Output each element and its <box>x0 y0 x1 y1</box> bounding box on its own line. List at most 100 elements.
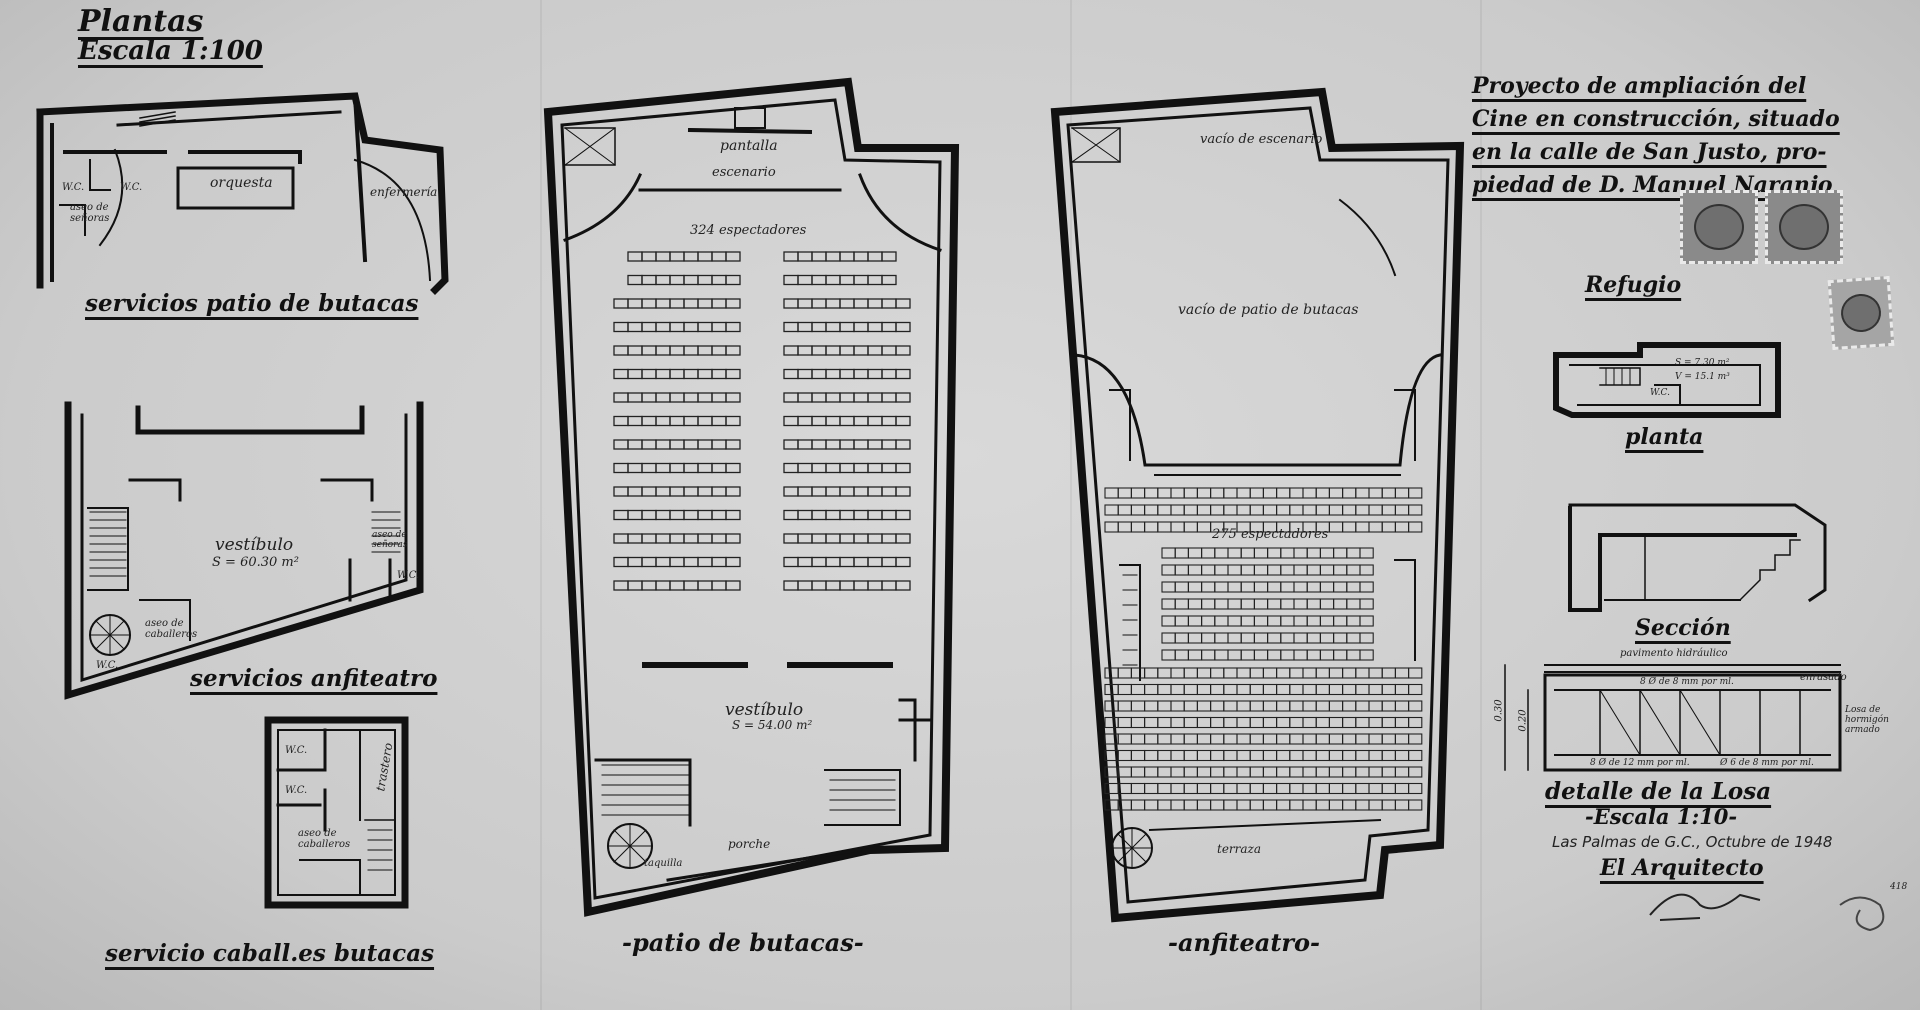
seat <box>853 321 869 333</box>
seat <box>783 462 799 474</box>
seat <box>783 321 799 333</box>
seat <box>1280 547 1295 559</box>
seat <box>797 509 813 521</box>
seat <box>683 392 699 403</box>
seat <box>881 392 897 403</box>
seat <box>1223 667 1238 679</box>
seat <box>669 533 685 544</box>
seat <box>881 439 897 450</box>
seat <box>1359 598 1374 610</box>
seat <box>1130 733 1146 745</box>
seat <box>1276 782 1291 795</box>
seat <box>1130 683 1146 696</box>
seat <box>1104 521 1119 533</box>
seat <box>669 298 685 309</box>
seat <box>1157 700 1172 712</box>
seat <box>641 274 657 286</box>
seat <box>1346 615 1361 627</box>
seat <box>683 251 699 262</box>
seat <box>1157 716 1172 729</box>
seat <box>783 439 799 450</box>
plan-servicio-caballeros <box>264 716 409 909</box>
seat <box>1157 683 1172 696</box>
label-aseo-senoras: aseo de señoras <box>372 530 408 550</box>
seat <box>895 509 911 521</box>
seat <box>1201 615 1216 627</box>
seat <box>1236 504 1251 516</box>
seat <box>1394 782 1410 795</box>
seat <box>1210 799 1225 811</box>
seat <box>1408 700 1423 712</box>
seat <box>797 298 813 309</box>
seat <box>1210 782 1225 795</box>
seat <box>1183 700 1198 712</box>
seat <box>711 321 727 333</box>
seat <box>1328 782 1344 795</box>
seat <box>1368 667 1383 679</box>
seat <box>725 439 741 450</box>
seat <box>641 321 657 333</box>
seat <box>1276 733 1291 745</box>
architect-role: El Arquitecto <box>1600 855 1764 881</box>
seat <box>1236 487 1251 499</box>
plantas-title: Plantas <box>78 4 204 39</box>
seat <box>1342 749 1357 762</box>
seat <box>1394 504 1410 516</box>
seat <box>1302 716 1317 729</box>
seat <box>683 462 699 474</box>
seat <box>1293 581 1308 593</box>
seat <box>1289 782 1304 795</box>
label-pantalla: pantalla <box>720 138 778 154</box>
seat <box>825 439 841 450</box>
seat <box>655 556 671 568</box>
seat <box>1157 733 1172 745</box>
seat <box>725 251 741 262</box>
seat <box>1315 766 1330 778</box>
seat <box>797 274 813 286</box>
seat <box>1144 521 1159 533</box>
seat <box>1253 581 1269 593</box>
seat <box>1328 667 1344 679</box>
seat <box>1249 700 1264 712</box>
seat <box>1394 799 1410 811</box>
seat <box>1227 564 1242 576</box>
seat <box>1408 504 1423 516</box>
seat <box>641 345 657 356</box>
caption-servicios-patio: servicios patio de butacas <box>85 290 419 317</box>
seat <box>683 321 699 333</box>
seat <box>1319 632 1335 644</box>
seat <box>697 533 713 544</box>
seat <box>1157 667 1172 679</box>
seat <box>1267 547 1282 559</box>
seat <box>1381 799 1396 811</box>
seat <box>1223 716 1238 729</box>
seat <box>1276 700 1291 712</box>
seat <box>867 368 883 380</box>
seat <box>1328 733 1344 745</box>
seat <box>1280 615 1295 627</box>
seat <box>1223 782 1238 795</box>
seat <box>1130 766 1146 778</box>
seat <box>1170 799 1185 811</box>
seat <box>627 392 643 403</box>
seat <box>1306 564 1321 576</box>
seat <box>1381 716 1396 729</box>
seat <box>1117 521 1132 533</box>
seat <box>1253 547 1269 559</box>
seat <box>1117 487 1132 499</box>
seat <box>1346 547 1361 559</box>
label-wc: W.C. <box>96 660 119 671</box>
seat <box>1328 749 1344 762</box>
seat <box>811 392 827 403</box>
seat <box>783 345 799 356</box>
seat <box>683 509 699 521</box>
seat <box>1359 581 1374 593</box>
seat <box>627 486 643 497</box>
seat <box>1236 667 1251 679</box>
seat <box>627 274 643 286</box>
seat <box>825 251 841 262</box>
seat <box>1214 547 1229 559</box>
seat <box>1408 667 1423 679</box>
seat <box>1130 521 1146 533</box>
fold-line <box>1480 0 1482 1010</box>
